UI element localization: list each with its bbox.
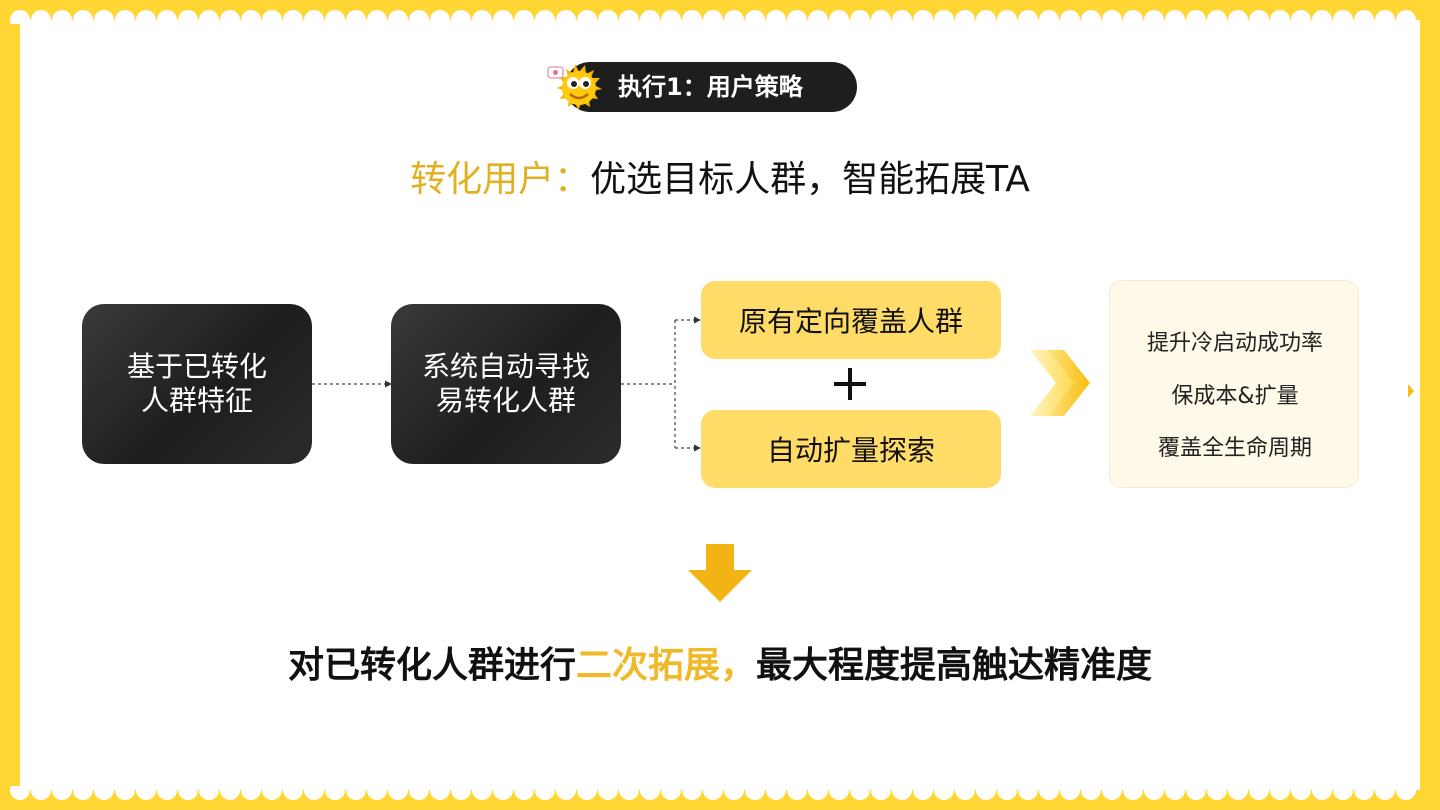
results-panel: 提升冷启动成功率 保成本&扩量 覆盖全生命周期	[1109, 280, 1359, 488]
headline-highlight: 转化用户：	[410, 159, 591, 200]
flow-step2-line2: 易转化人群	[435, 384, 576, 417]
arrow-down-icon	[688, 544, 752, 602]
section-badge-label: 执行1：用户策略	[618, 73, 803, 101]
flow-step-converted-features: 基于已转化 人群特征	[82, 304, 312, 464]
option-original-targeting: 原有定向覆盖人群	[701, 281, 1001, 359]
conclusion-text: 对已转化人群进行二次拓展，最大程度提高触达精准度	[0, 636, 1440, 688]
result-item: 提升冷启动成功率	[1146, 331, 1323, 356]
flow-step1-line2: 人群特征	[140, 384, 253, 417]
flow-step2-line1: 系统自动寻找	[421, 350, 590, 383]
headline-text: 优选目标人群，智能拓展TA	[590, 159, 1030, 200]
conclusion-before: 对已转化人群进行	[287, 645, 576, 686]
conclusion-highlight: 二次拓展，	[575, 645, 756, 686]
mascot-icon	[547, 64, 602, 110]
result-item: 覆盖全生命周期	[1157, 436, 1312, 461]
section-badge	[565, 62, 857, 112]
flow-step-auto-find: 系统自动寻找 易转化人群	[391, 304, 621, 464]
option-auto-expansion: 自动扩量探索	[701, 410, 1001, 488]
slide-headline: 转化用户：优选目标人群，智能拓展TA	[0, 150, 1440, 202]
result-item: 保成本&扩量	[1171, 384, 1299, 409]
flow-step1-line1: 基于已转化	[126, 350, 267, 383]
chevron-right-icon	[1030, 350, 1090, 416]
conclusion-after: 最大程度提高触达精准度	[756, 645, 1153, 686]
plus-icon	[834, 368, 866, 400]
edge-decoration	[1408, 384, 1414, 398]
scalloped-border-bottom	[0, 786, 1440, 810]
